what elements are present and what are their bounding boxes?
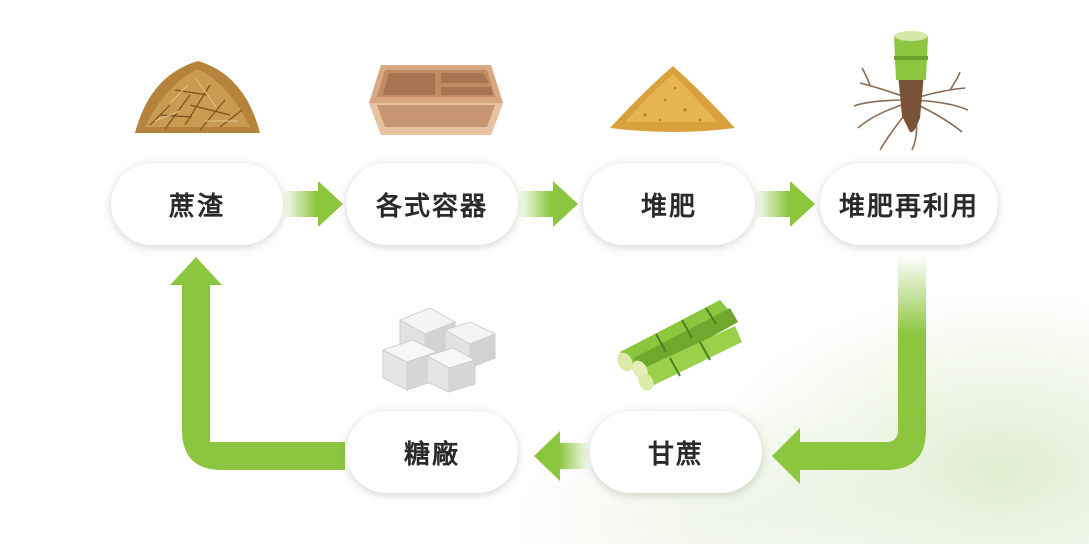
arrow-reuse-to-sugarcane: [772, 255, 926, 484]
node-compost-label: 堆肥: [640, 191, 697, 222]
arrow-mill-to-bagasse: [170, 257, 345, 470]
node-sugar-mill: 糖廠: [346, 411, 518, 493]
sugarcane-root-icon: [853, 31, 969, 151]
compost-pile-icon: [610, 66, 735, 132]
node-compost-reuse: 堆肥再利用: [820, 163, 998, 245]
arrow-bagasse-to-containers: [283, 181, 343, 227]
arrow-compost-to-reuse: [755, 181, 815, 227]
node-bagasse: 蔗渣: [111, 163, 283, 245]
bagasse-pile-icon: [135, 61, 260, 133]
node-sugarcane-label: 甘蔗: [647, 439, 704, 470]
arrow-containers-to-compost: [518, 181, 578, 227]
sugarcane-stalks-icon: [617, 300, 742, 391]
arrow-sugarcane-to-mill: [534, 431, 590, 481]
node-sugar-mill-label: 糖廠: [403, 439, 460, 470]
node-compost: 堆肥: [583, 163, 755, 245]
arrow-fade-overlay: [290, 442, 346, 470]
compartment-tray-icon: [369, 65, 503, 135]
node-containers-label: 各式容器: [375, 191, 488, 222]
node-containers: 各式容器: [346, 163, 518, 245]
node-compost-reuse-label: 堆肥再利用: [838, 191, 979, 222]
node-sugarcane: 甘蔗: [590, 411, 762, 493]
node-bagasse-label: 蔗渣: [168, 191, 225, 222]
sugar-cubes-icon: [381, 307, 497, 393]
